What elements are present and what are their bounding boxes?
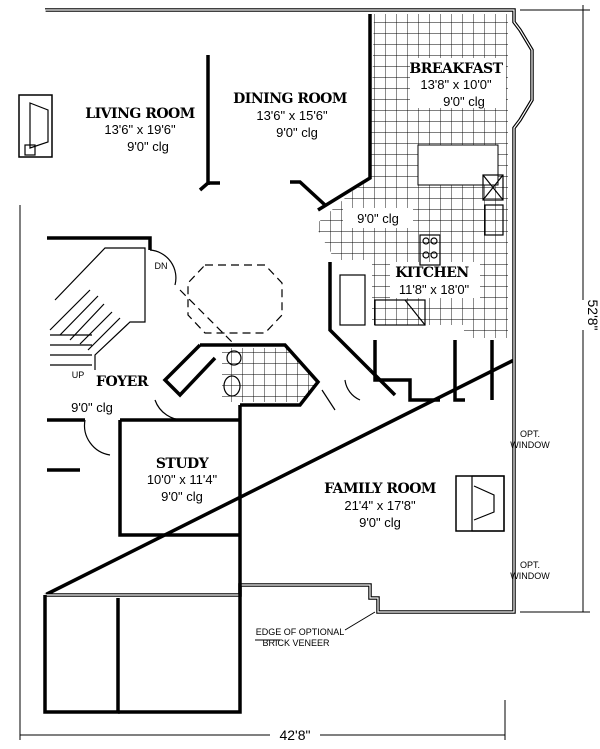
note-line: BRICK VENEER xyxy=(262,638,330,648)
dimension-lines xyxy=(19,5,590,740)
room-name: KITCHEN xyxy=(395,265,469,281)
room-ceiling: 9'0" clg xyxy=(161,489,203,504)
staircase xyxy=(49,247,236,370)
family-room-label: FAMILY ROOM 21'4" x 17'8" 9'0" clg xyxy=(324,481,436,530)
room-name: DINING ROOM xyxy=(233,91,347,107)
living-fireplace xyxy=(18,94,53,158)
room-name: FAMILY ROOM xyxy=(324,481,436,497)
stair-down-label: DN xyxy=(155,261,168,271)
brick-veneer-note: EDGE OF OPTIONAL BRICK VENEER xyxy=(256,627,345,648)
width-dimension: 42'8" xyxy=(279,727,310,743)
breakfast-label: BREAKFAST 13'8" x 10'0" 9'0" clg xyxy=(409,61,504,109)
room-ceiling: 9'0" clg xyxy=(357,211,399,226)
room-name: STUDY xyxy=(156,456,210,472)
powder-room-fixtures xyxy=(223,350,242,397)
interior-walls xyxy=(47,14,494,585)
study-label: STUDY 10'0" x 11'4" 9'0" clg xyxy=(147,456,218,504)
room-ceiling: 9'0" clg xyxy=(276,125,318,140)
room-ceiling: 9'0" clg xyxy=(71,400,113,415)
dining-table-outline xyxy=(187,264,283,334)
note-line: OPT. xyxy=(520,560,540,570)
room-name: LIVING ROOM xyxy=(85,106,194,122)
note-line: OPT. xyxy=(520,429,540,439)
room-name: BREAKFAST xyxy=(409,61,503,77)
foyer-label: DN UP FOYER 9'0" clg xyxy=(71,261,167,415)
room-size: 13'6" x 19'6" xyxy=(104,122,176,137)
room-size: 13'8" x 10'0" xyxy=(420,77,492,92)
exterior-walls xyxy=(43,8,534,714)
room-size: 10'0" x 11'4" xyxy=(147,472,218,487)
room-size: 11'8" x 18'0" xyxy=(399,282,470,297)
stair-up-label: UP xyxy=(72,370,85,380)
dining-room-label: DINING ROOM 13'6" x 15'6" 9'0" clg xyxy=(233,91,347,140)
note-line: EDGE OF OPTIONAL xyxy=(256,627,345,637)
note-line: WINDOW xyxy=(510,440,550,450)
kitchen-label: 9'0" clg KITCHEN 11'8" x 18'0" xyxy=(357,211,470,297)
opt-window-note-2: OPT. WINDOW xyxy=(510,560,550,581)
living-room-label: LIVING ROOM 13'6" x 19'6" 9'0" clg xyxy=(85,106,195,154)
doors xyxy=(83,249,361,456)
label-backgrounds xyxy=(343,58,506,298)
room-ceiling: 9'0" clg xyxy=(359,515,401,530)
kitchen-fixtures xyxy=(339,174,504,326)
depth-dimension: 52'8" xyxy=(585,299,600,330)
room-size: 13'6" x 15'6" xyxy=(256,108,328,123)
family-fireplace xyxy=(455,475,505,532)
room-ceiling: 9'0" clg xyxy=(443,94,485,109)
room-name: FOYER xyxy=(96,374,149,390)
opt-window-note-1: OPT. WINDOW xyxy=(510,429,550,450)
room-ceiling: 9'0" clg xyxy=(127,139,169,154)
note-line: WINDOW xyxy=(510,571,550,581)
room-size: 21'4" x 17'8" xyxy=(344,498,416,513)
